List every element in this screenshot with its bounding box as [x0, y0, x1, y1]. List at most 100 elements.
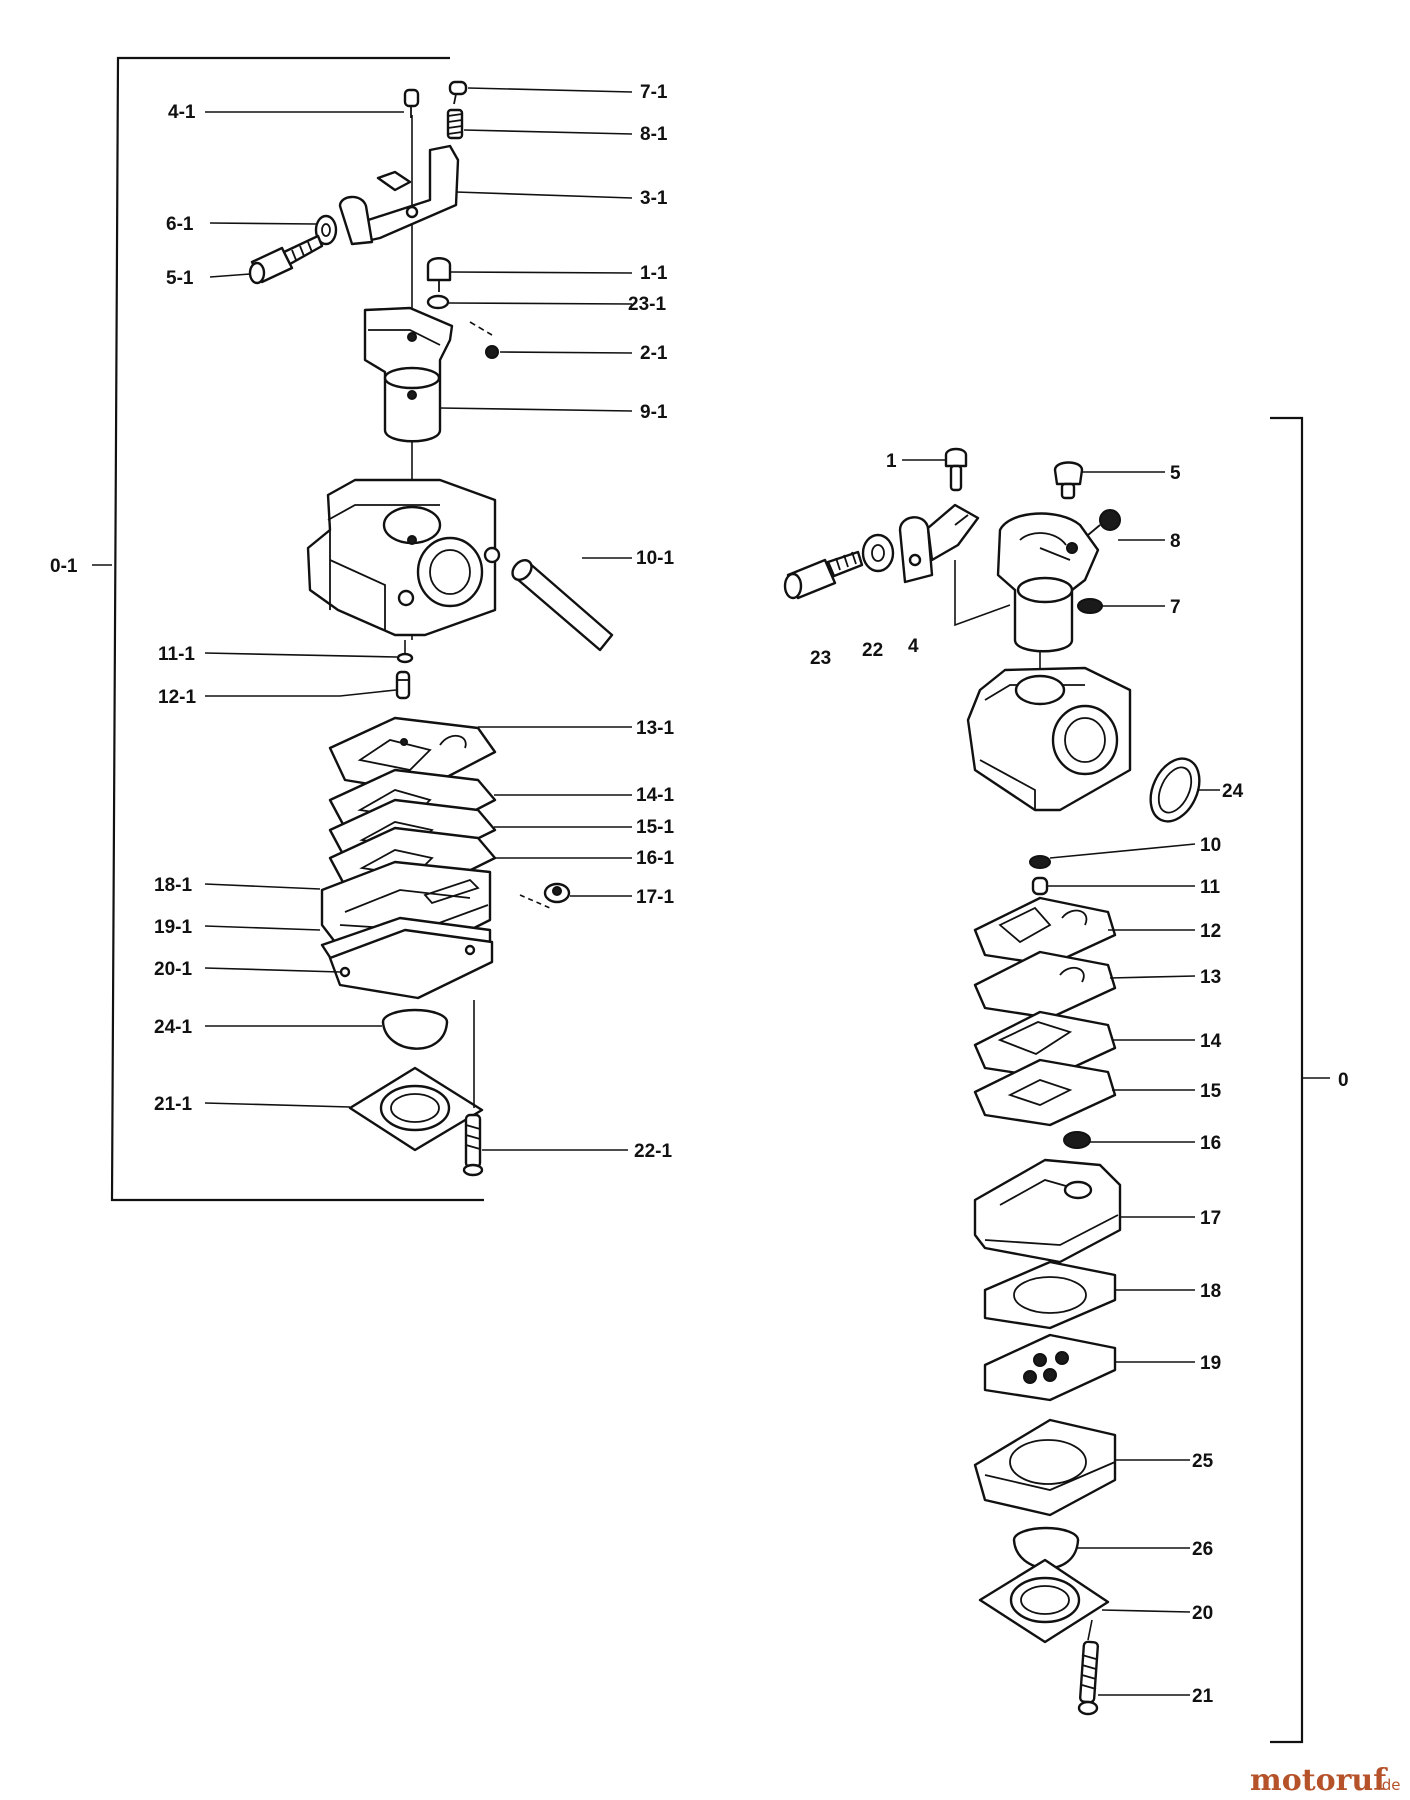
- pump-body-17: [973, 1158, 1122, 1264]
- callout-16: 16: [1200, 1133, 1221, 1154]
- washer-23-1: [426, 294, 450, 310]
- screw-1: [944, 447, 968, 492]
- screw-1-1: [426, 257, 452, 292]
- callout-10-1: 10-1: [636, 548, 674, 569]
- callout-21: 21: [1192, 1686, 1214, 1707]
- callout-5: 5: [1170, 463, 1181, 484]
- right-assembly: 0: [783, 416, 1349, 1744]
- spring-8-1: [446, 108, 464, 140]
- screw-22-1: [462, 1000, 484, 1177]
- right-callouts: 1 5 8 7 23 22 4 24 10 11 12 13 14 15 16 …: [810, 451, 1244, 1707]
- callout-14-1: 14-1: [636, 785, 674, 806]
- carburetor-body-left: [306, 478, 501, 637]
- callout-24: 24: [1222, 781, 1244, 802]
- throttle-barrel-9-1: [363, 306, 454, 443]
- callout-7: 7: [1170, 597, 1181, 618]
- callout-9-1: 9-1: [640, 402, 668, 423]
- plate-12: [973, 896, 1117, 967]
- callout-24-1: 24-1: [154, 1017, 192, 1038]
- left-leader-lines: [204, 87, 633, 1151]
- bracket-4: [898, 503, 980, 584]
- callout-19: 19: [1200, 1353, 1221, 1374]
- callout-21-1: 21-1: [154, 1094, 192, 1115]
- callout-20: 20: [1192, 1603, 1213, 1624]
- adjusting-screw-23: [783, 550, 864, 600]
- callout-22: 22: [862, 640, 883, 661]
- callout-16-1: 16-1: [636, 848, 674, 869]
- check-disk-16: [1063, 1131, 1091, 1149]
- callout-11: 11: [1200, 877, 1221, 898]
- callout-15: 15: [1200, 1081, 1222, 1102]
- screw-7-1: [448, 80, 468, 105]
- callout-11-1: 11-1: [158, 644, 195, 665]
- adjusting-screw-5-1: [248, 234, 324, 285]
- right-assembly-bracket: [1270, 416, 1304, 1744]
- left-assembly: 0-1: [50, 56, 674, 1202]
- nut-17-1: [519, 882, 571, 909]
- plate-14: [973, 1010, 1117, 1080]
- callout-20-1: 20-1: [154, 959, 192, 980]
- callout-25: 25: [1192, 1451, 1214, 1472]
- callout-1-1: 1-1: [640, 263, 668, 284]
- callout-26: 26: [1192, 1539, 1213, 1560]
- screw-5: [1053, 461, 1084, 500]
- callout-13: 13: [1200, 967, 1221, 988]
- left-assembly-bracket: [110, 56, 484, 1202]
- assembly-label-right: 0: [1338, 1070, 1349, 1091]
- lever-3-1: [338, 144, 460, 246]
- o-ring-11-1: [396, 652, 414, 664]
- callout-18-1: 18-1: [154, 875, 192, 896]
- shaft-10-1: [511, 559, 614, 652]
- needle-11: [1031, 876, 1049, 896]
- callout-5-1: 5-1: [166, 268, 194, 289]
- assembly-label-left: 0-1: [50, 556, 78, 577]
- callout-10: 10: [1200, 835, 1221, 856]
- right-leader-lines: [902, 459, 1220, 1696]
- callout-1: 1: [886, 451, 897, 472]
- primer-bulb-24-1: [381, 1008, 449, 1050]
- callout-17: 17: [1200, 1208, 1221, 1229]
- callout-23-1: 23-1: [628, 294, 666, 315]
- gasket-18: [983, 1260, 1117, 1330]
- plate-15: [973, 1058, 1117, 1127]
- callout-18: 18: [1200, 1281, 1221, 1302]
- callout-4: 4: [908, 636, 919, 657]
- plate-13-1: [328, 716, 497, 794]
- callout-12: 12: [1200, 921, 1221, 942]
- callout-8-1: 8-1: [640, 124, 668, 145]
- callout-15-1: 15-1: [636, 817, 674, 838]
- plate-20-1: [328, 928, 494, 1000]
- seal-ring-24: [1149, 757, 1201, 823]
- throttle-assembly-right: [996, 512, 1100, 653]
- callout-23: 23: [810, 648, 831, 669]
- callout-2-1: 2-1: [640, 343, 668, 364]
- callout-6-1: 6-1: [166, 214, 194, 235]
- callout-13-1: 13-1: [636, 718, 674, 739]
- watermark: motoruf .de: [1250, 1763, 1401, 1798]
- screw-4-1: [403, 88, 420, 118]
- washer-22: [861, 533, 895, 573]
- primer-bulb-26: [1012, 1526, 1080, 1570]
- callout-19-1: 19-1: [154, 917, 192, 938]
- cover-plate-20: [978, 1558, 1110, 1644]
- callout-7-1: 7-1: [640, 82, 668, 103]
- callout-14: 14: [1200, 1031, 1222, 1052]
- left-callouts: 4-1 7-1 8-1 3-1 6-1 5-1 1-1 23-1 2-1 9-1…: [154, 82, 674, 1162]
- screw-21: [1077, 1619, 1100, 1716]
- watermark-suffix: .de: [1377, 1776, 1401, 1794]
- callout-8: 8: [1170, 531, 1181, 552]
- washer-7: [1077, 598, 1103, 614]
- o-ring-10: [1029, 855, 1051, 869]
- nut-2-1: [469, 321, 499, 359]
- callout-4-1: 4-1: [168, 102, 196, 123]
- callout-22-1: 22-1: [634, 1141, 672, 1162]
- callout-17-1: 17-1: [636, 887, 674, 908]
- needle-12-1: [395, 670, 411, 700]
- diaphragm-19: [983, 1333, 1117, 1402]
- callout-12-1: 12-1: [158, 687, 196, 708]
- callout-3-1: 3-1: [640, 188, 668, 209]
- carburetor-body-right: [966, 666, 1132, 812]
- cover-plate-21-1: [348, 1066, 484, 1152]
- plate-13: [973, 950, 1117, 1020]
